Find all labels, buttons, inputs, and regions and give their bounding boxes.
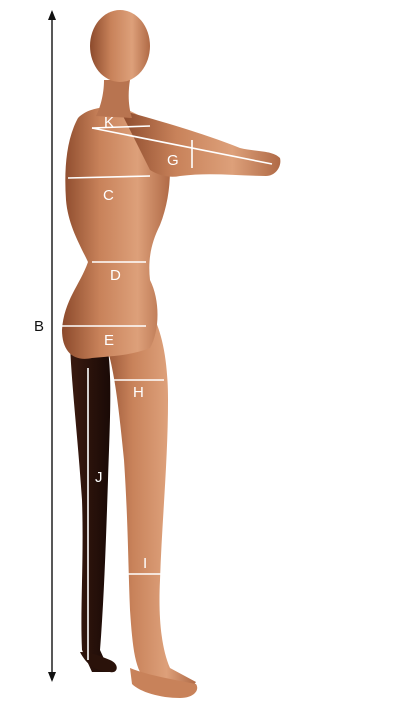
label-h: H [133, 384, 144, 401]
label-j: J [95, 469, 103, 486]
label-g: G [167, 152, 179, 169]
height-line-b [48, 10, 56, 682]
label-k: K [104, 114, 114, 131]
label-c: C [103, 187, 114, 204]
neck [96, 80, 132, 118]
head [90, 10, 150, 82]
label-i: I [143, 555, 147, 572]
label-d: D [110, 267, 121, 284]
front-leg [98, 310, 196, 690]
label-b: B [34, 318, 44, 335]
human-figure [62, 10, 280, 698]
back-leg [70, 345, 110, 672]
label-e: E [104, 332, 114, 349]
